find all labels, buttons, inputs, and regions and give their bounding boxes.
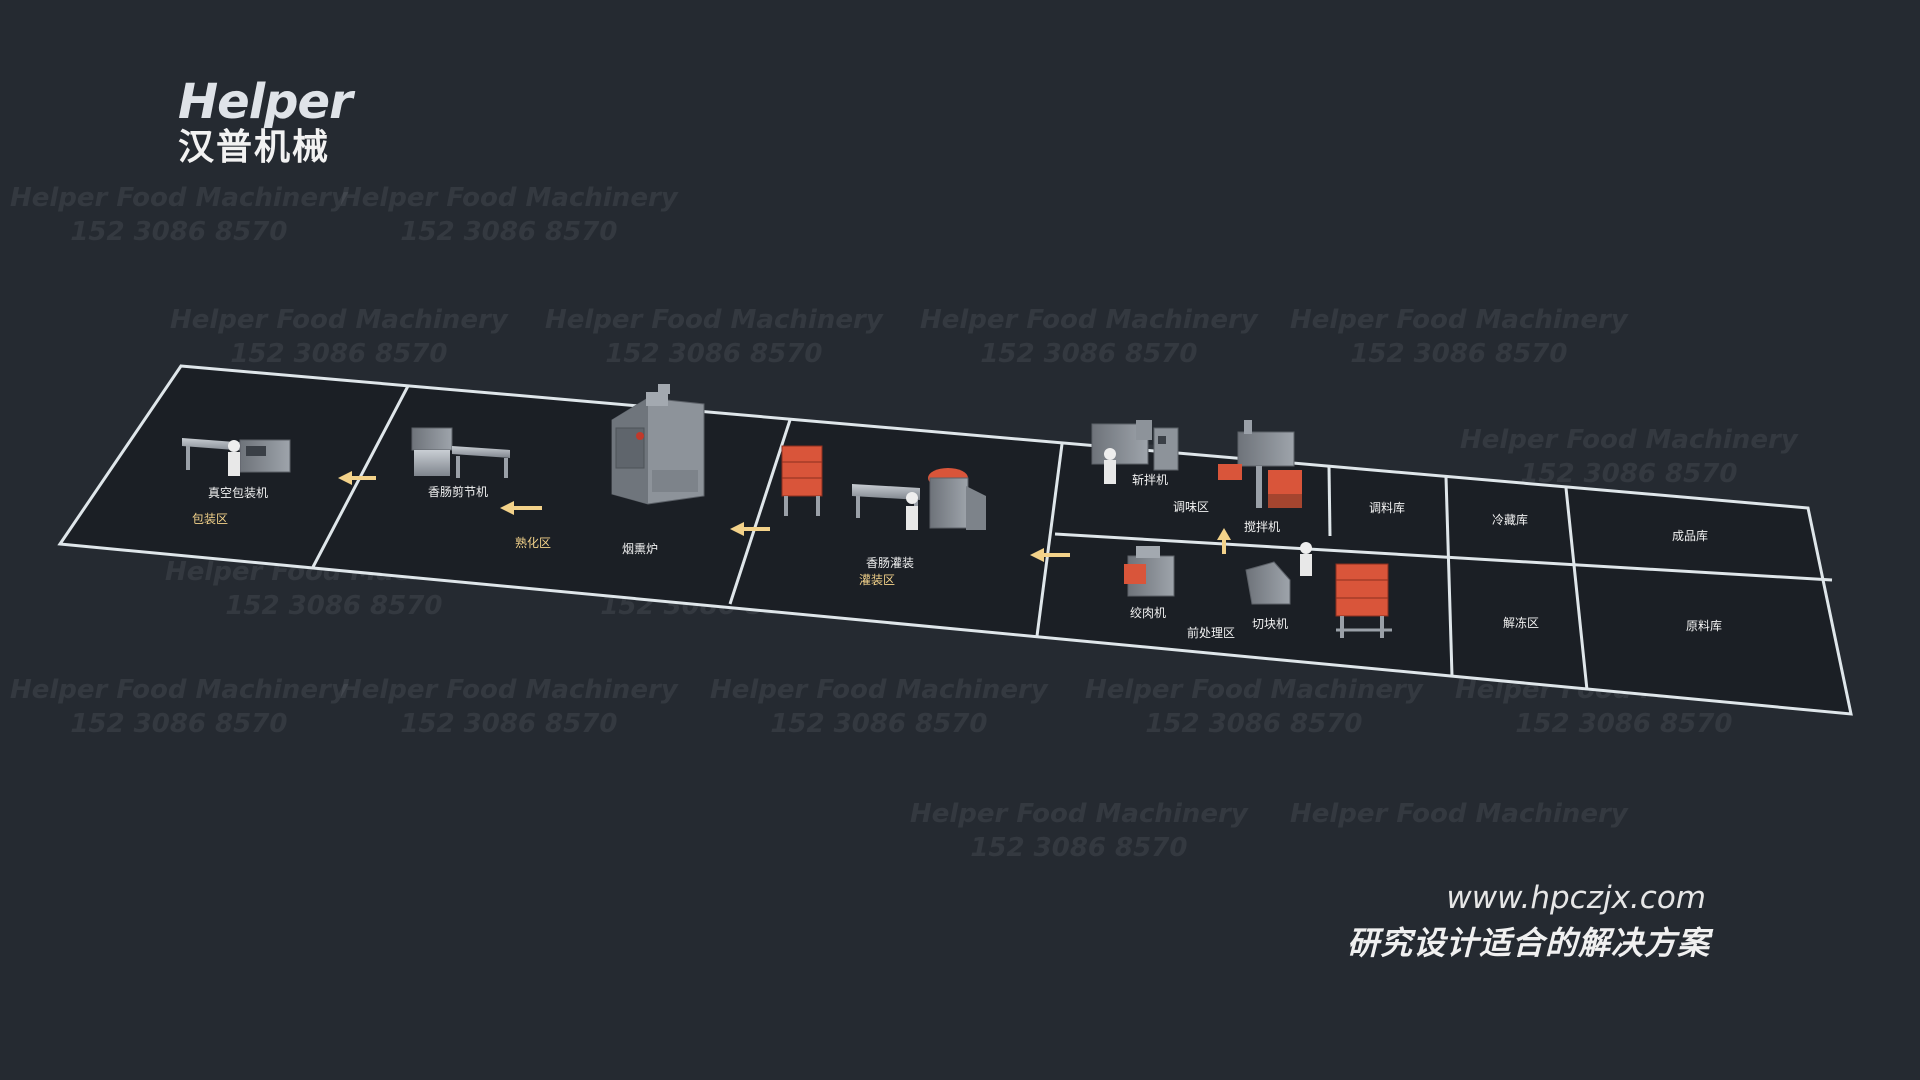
label-seasoning-store: 调料库: [1369, 500, 1405, 515]
vacuum-packer-machine: [182, 438, 291, 476]
arrow-icon: [1030, 548, 1070, 562]
sausage-filler-machine: [852, 468, 986, 530]
label-raw-store: 原料库: [1686, 618, 1722, 633]
flow-arrows: [338, 471, 1231, 562]
label-aging-area: 熟化区: [515, 535, 551, 550]
arrow-icon: [338, 471, 376, 485]
divider-cold: [1444, 476, 1454, 677]
divider-middle: [1054, 532, 1833, 582]
label-smokehouse: 烟熏炉: [622, 542, 658, 556]
label-mixer: 搅拌机: [1244, 519, 1280, 534]
smokehouse-machine: [611, 384, 705, 505]
meat-racks: [1335, 563, 1392, 638]
divider-smoke: [728, 419, 792, 605]
divider-filling: [1035, 443, 1064, 637]
website-url[interactable]: www.hpczjx.com: [1446, 880, 1706, 916]
company-logo: Helper 汉普机械: [178, 78, 358, 166]
label-thaw-area: 解冻区: [1503, 615, 1539, 630]
arrow-up-icon: [1217, 528, 1231, 554]
slogan: 研究设计适合的解决方案: [1346, 924, 1710, 962]
label-filling-area: 灌装区: [859, 573, 895, 587]
arrow-icon: [730, 522, 770, 536]
watermark: Helper Food Machinery: [1290, 799, 1628, 829]
label-sausage-cutter: 香肠剪节机: [428, 484, 488, 499]
divider-finished: [1564, 487, 1589, 691]
label-chopper: 斩拌机: [1132, 472, 1168, 487]
arrow-icon: [500, 501, 542, 515]
mixer-machine: [1218, 420, 1302, 508]
grinder-machine: [1124, 546, 1175, 597]
label-cold-storage: 冷藏库: [1492, 512, 1528, 527]
meat-cart: [781, 445, 823, 516]
dicer-machine: [1245, 542, 1312, 605]
zone-labels: 真空包装机 包装区 香肠剪节机 熟化区 烟熏炉 香肠灌装 灌装区 斩拌机 调味区…: [192, 472, 1722, 640]
label-vacuum-packer: 真空包装机: [208, 486, 268, 500]
label-grinder: 绞肉机: [1130, 605, 1166, 620]
label-finished-store: 成品库: [1672, 528, 1708, 543]
logo-english: Helper: [178, 74, 353, 130]
label-pretreatment-area: 前处理区: [1187, 625, 1235, 640]
sausage-cutter-machine: [411, 427, 510, 478]
logo-chinese: 汉普机械: [178, 127, 331, 168]
label-sausage-filling: 香肠灌装: [866, 556, 914, 570]
chopper-machine: [1091, 420, 1179, 484]
label-packing-area: 包装区: [192, 512, 228, 526]
label-dicer: 切块机: [1252, 617, 1288, 631]
label-seasoning-area: 调味区: [1173, 500, 1209, 514]
divider-seasoning: [1327, 466, 1332, 537]
